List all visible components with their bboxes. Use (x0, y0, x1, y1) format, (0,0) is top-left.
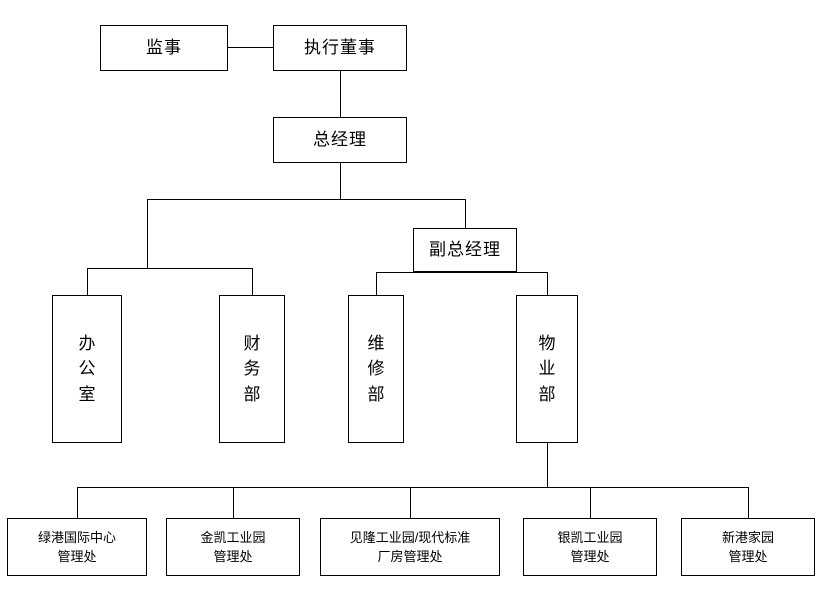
node-executive-director-label: 执行董事 (304, 37, 376, 57)
connector-to-property (547, 272, 548, 295)
connector-to-jianlong (410, 487, 411, 518)
node-yinkai-management-office[interactable]: 银凯工业园 管理处 (523, 518, 657, 576)
node-xingang-management-office-label: 新港家园 管理处 (721, 529, 774, 565)
connector-to-office (87, 268, 88, 295)
node-office-label: 办 公 室 (78, 333, 96, 404)
node-jinkai-management-office-label: 金凯工业园 管理处 (200, 529, 266, 565)
node-maintenance-department[interactable]: 维 修 部 (348, 295, 404, 443)
connector-to-xingang (748, 487, 749, 518)
node-lvgang-management-office-label: 绿港国际中心 管理处 (37, 529, 116, 565)
node-xingang-management-office[interactable]: 新港家园 管理处 (681, 518, 815, 576)
node-supervisor-label: 监事 (146, 37, 182, 57)
connector-supervisor-to-exec (228, 47, 273, 48)
node-property-department[interactable]: 物 业 部 (516, 295, 578, 443)
connector-gm-bus (147, 199, 466, 200)
connector-property-stem (547, 443, 548, 487)
node-office[interactable]: 办 公 室 (52, 295, 122, 443)
node-jianlong-management-office[interactable]: 见隆工业园/现代标准 厂房管理处 (320, 518, 500, 576)
connector-left-bus (87, 268, 252, 269)
connector-to-lvgang (77, 487, 78, 518)
node-maintenance-department-label: 维 修 部 (367, 333, 385, 404)
node-supervisor[interactable]: 监事 (100, 25, 228, 71)
node-general-manager-label: 总经理 (313, 129, 367, 149)
connector-to-yinkai (590, 487, 591, 518)
connector-to-maintenance (376, 272, 377, 295)
connector-gm-stem (340, 163, 341, 199)
connector-gm-to-deputy (465, 199, 466, 228)
node-deputy-general-manager-label: 副总经理 (429, 239, 501, 259)
connector-leaf-bus (77, 487, 748, 488)
node-finance-department[interactable]: 财 务 部 (219, 295, 285, 443)
node-deputy-general-manager[interactable]: 副总经理 (413, 228, 517, 272)
node-general-manager[interactable]: 总经理 (273, 117, 407, 163)
node-jianlong-management-office-label: 见隆工业园/现代标准 厂房管理处 (349, 529, 471, 565)
connector-to-jinkai (233, 487, 234, 518)
node-yinkai-management-office-label: 银凯工业园 管理处 (557, 529, 623, 565)
connector-to-finance (252, 268, 253, 295)
node-lvgang-management-office[interactable]: 绿港国际中心 管理处 (7, 518, 147, 576)
connector-gm-left-drop (147, 199, 148, 268)
node-jinkai-management-office[interactable]: 金凯工业园 管理处 (166, 518, 300, 576)
node-executive-director[interactable]: 执行董事 (273, 25, 407, 71)
connector-deputy-bus (376, 272, 547, 273)
node-finance-department-label: 财 务 部 (243, 333, 261, 404)
connector-exec-to-gm (340, 71, 341, 117)
node-property-department-label: 物 业 部 (538, 333, 556, 404)
